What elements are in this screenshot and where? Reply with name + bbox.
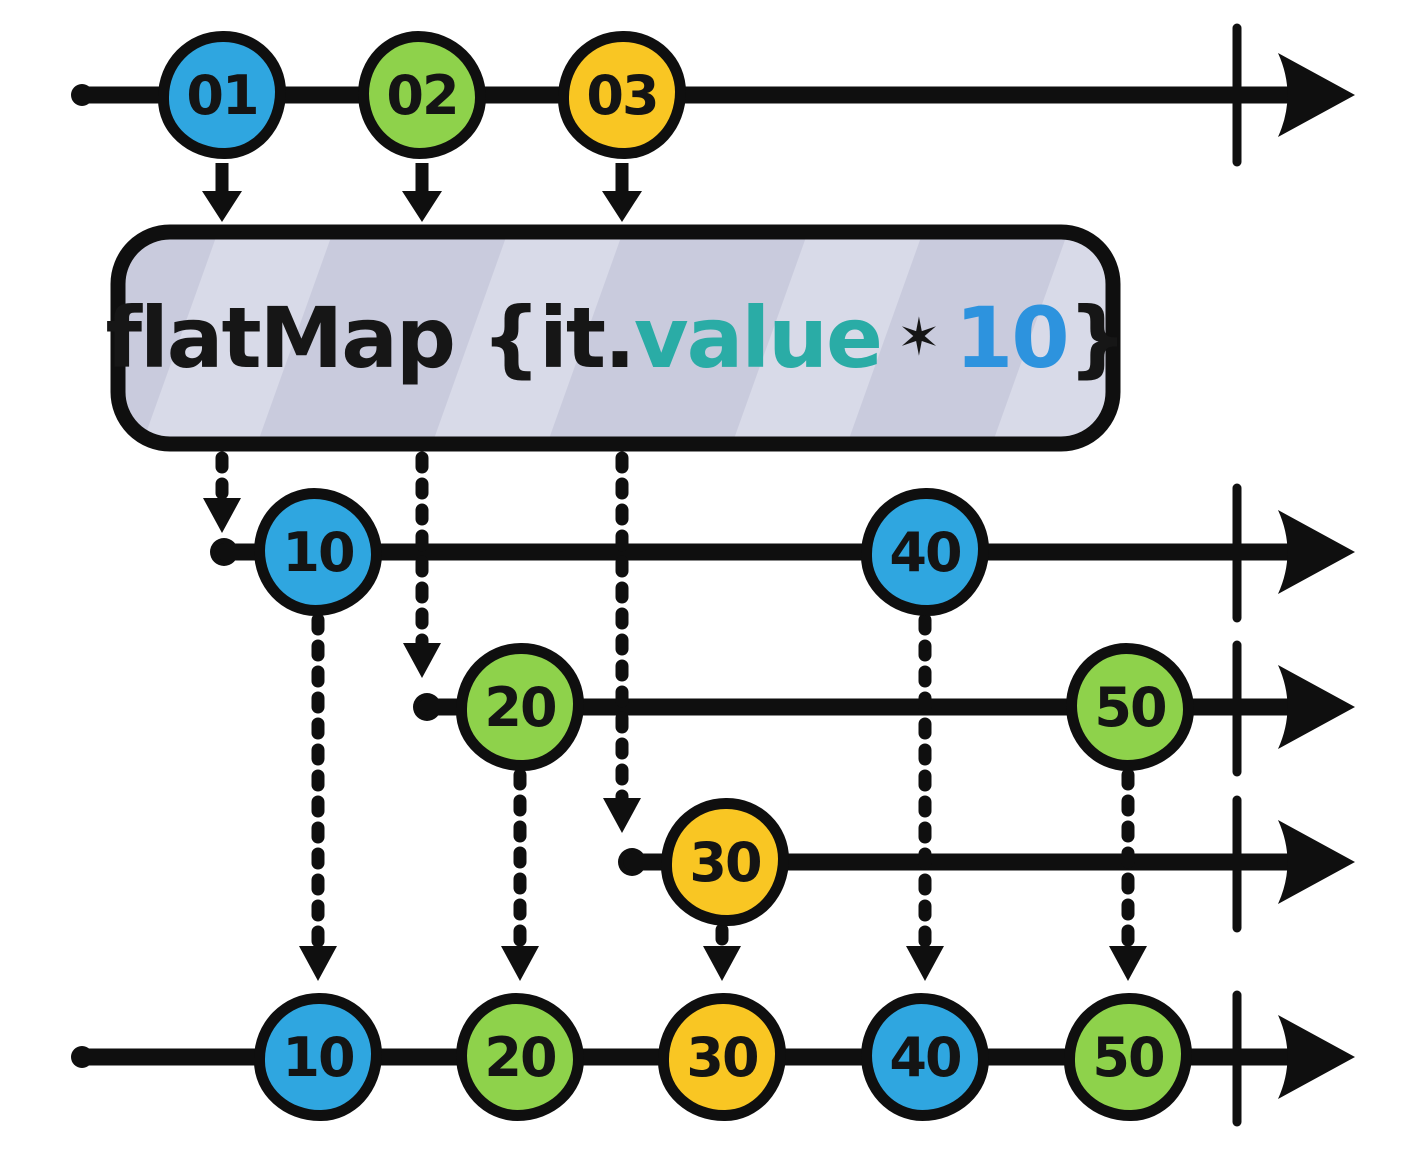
inner-timeline-1: [210, 483, 1355, 623]
emit-arrows: [202, 163, 642, 222]
output-marble-40: 40: [861, 993, 989, 1121]
marble-label: 40: [889, 1025, 962, 1089]
operator-box: [110, 224, 1121, 452]
marble-label: 40: [889, 520, 962, 584]
marble-label: 20: [484, 675, 557, 739]
timeline-arrowhead: [1278, 665, 1355, 749]
output-marble-20: 20: [456, 993, 584, 1121]
inner1-marble-40: 40: [861, 488, 989, 616]
operator-label: flatMap {it.value ✶ 10}: [105, 232, 1127, 444]
down-arrow-icon: [299, 946, 337, 981]
marble-label: 50: [1092, 1025, 1165, 1089]
timeline-arrowhead: [1278, 820, 1355, 904]
operator-text-part: }: [1067, 289, 1128, 387]
inner2-marble-20: 20: [456, 643, 584, 771]
down-arrow-icon: [501, 946, 539, 981]
operator-text-part: flatMap {it.: [105, 289, 635, 387]
marble-label: 01: [186, 63, 259, 127]
source-marble-01: 01: [158, 31, 286, 159]
marble-label: 20: [484, 1025, 557, 1089]
down-arrow-icon: [602, 191, 642, 222]
output-marble-50: 50: [1064, 993, 1192, 1121]
output-marble-30: 30: [658, 993, 786, 1121]
operator-text-number: 10: [954, 289, 1070, 387]
marble-label: 30: [686, 1025, 759, 1089]
dashed-arrows-box-to-inner: [203, 451, 641, 833]
marble-label: 10: [282, 1025, 355, 1089]
operator-text-value: value: [633, 289, 883, 387]
down-arrow-icon: [703, 946, 741, 981]
timeline-arrowhead: [1278, 53, 1355, 137]
multiply-star-icon: ✶: [880, 308, 955, 368]
down-arrow-icon: [906, 946, 944, 981]
down-arrow-icon: [603, 798, 641, 833]
dashed-arrows-inner-to-output: [299, 613, 1147, 981]
output-marble-10: 10: [254, 993, 382, 1121]
marble-label: 50: [1094, 675, 1167, 739]
down-arrow-icon: [202, 191, 242, 222]
down-arrow-icon: [403, 643, 441, 678]
inner3-marble-30: 30: [661, 798, 789, 926]
marble-label: 03: [586, 63, 659, 127]
timeline-arrowhead: [1278, 1015, 1355, 1099]
marble-label: 02: [386, 63, 459, 127]
operator-box-stripes: [140, 232, 1113, 444]
down-arrow-icon: [203, 498, 241, 533]
down-arrow-icon: [402, 191, 442, 222]
marble-label: 30: [689, 830, 762, 894]
inner2-marble-50: 50: [1066, 643, 1194, 771]
marble-label: 10: [282, 520, 355, 584]
timeline-arrowhead: [1278, 510, 1355, 594]
down-arrow-icon: [1109, 946, 1147, 981]
inner1-marble-10: 10: [254, 488, 382, 616]
source-marble-02: 02: [358, 31, 486, 159]
source-marble-03: 03: [558, 31, 686, 159]
